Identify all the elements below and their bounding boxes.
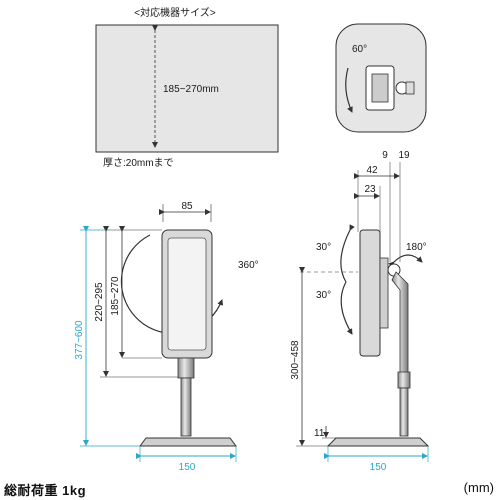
side-holder-back [379,257,389,329]
side-depth-label: 42 [366,165,378,176]
side-base [326,437,430,447]
head-width-label: 85 [181,201,193,212]
tilt-up-arc [340,224,355,283]
unit-label: (mm) [463,480,494,495]
front-pole [180,377,192,437]
total-height-label: 377~600 [74,320,85,360]
device-height-label: 185~270mm [163,84,219,95]
swivel-arc [388,254,423,268]
detail-clamp [405,81,415,95]
front-holder-pad [167,237,207,351]
front-base [139,437,237,447]
side-arm [391,271,409,381]
detail-holder-inner [371,73,389,103]
side-dim-9-label: 9 [382,150,388,161]
side-dim-19-label: 19 [398,150,410,161]
front-pole-collar [177,357,195,379]
tilt-top-label: 30° [316,242,331,253]
side-height-label: 300~458 [290,340,301,380]
device-outline [95,24,279,153]
detail-rotation-arrow [345,67,353,113]
side-view: 42 9 19 23 30° 30° 180° 300~458 11 [290,150,430,473]
detail-angle-label: 60° [352,44,367,55]
front-base-width-label: 150 [179,462,196,473]
tilt-down-arc [340,281,353,335]
side-base-width-label: 150 [370,462,387,473]
rotation-detail: 60° [335,23,427,133]
rotation-label: 360° [238,260,259,271]
side-pole [399,387,409,437]
swivel-label: 180° [406,242,427,253]
side-dim-23-label: 23 [364,184,376,195]
base-offset-label: 11 [314,428,325,439]
side-pole-collar [397,371,411,389]
holder-height-label: 185~270 [110,276,121,316]
tilt-bottom-label: 30° [316,290,331,301]
device-thickness-label: 厚さ:20mmまで [103,157,174,169]
top-height-label: 220~295 [94,282,105,322]
load-capacity-label: 総耐荷重 1kg [4,483,87,498]
side-holder [359,229,381,357]
device-size-box: <対応機器サイズ> 185~270mm 厚さ:20mmまで [95,6,279,169]
front-view: 85 360° 185~270 220~295 377~600 150 [74,201,259,473]
device-size-title: <対応機器サイズ> [134,6,216,19]
